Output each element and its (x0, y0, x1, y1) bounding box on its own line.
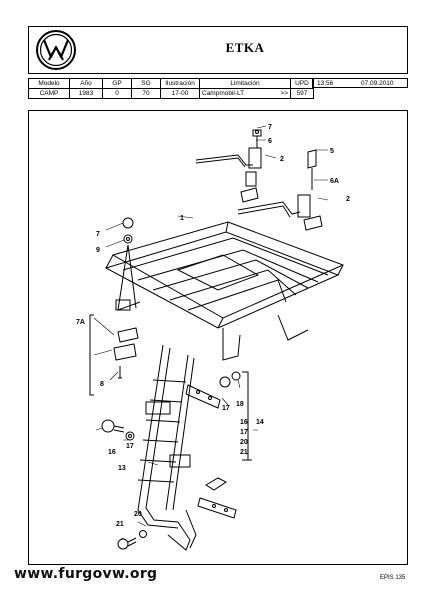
callout-label: 8 (100, 381, 104, 388)
callout-label: 7 (96, 231, 100, 238)
meta-value-row: CAMP 1983 0 70 17-00 Campmobil-LT >> 597 (28, 88, 314, 99)
callout-label: 5 (330, 148, 334, 155)
header-frame (28, 26, 408, 74)
callout-label: 6A (330, 178, 339, 185)
meta-value-cell: 0 (102, 88, 132, 99)
callout-label: 7A (76, 319, 85, 326)
meta-header-cell: Limitación (199, 78, 291, 89)
meta-header-cell: GP (102, 78, 132, 89)
page-title: ETKA (225, 40, 265, 55)
meta-header-cell: Ilustración (160, 78, 200, 89)
callout-label: 13 (118, 465, 126, 472)
watermark: www.furgovw.org (14, 566, 158, 582)
callout-label: 17 (240, 429, 248, 436)
limitation-value: Campmobil-LT (202, 90, 245, 97)
mount-plates (89, 314, 139, 396)
stamp-date: 07.09.2010 (361, 80, 394, 87)
parts-diagram: 7 6 2 5 6A 2 1 7 9 7A 8 18 17 16 14 16 1… (76, 124, 350, 551)
meta-value-cell: Campmobil-LT >> (199, 88, 291, 99)
meta-header-cell: SG (131, 78, 161, 89)
leader-lines (93, 125, 329, 541)
meta-value-cell: 597 (290, 88, 314, 99)
callout-label: 9 (96, 247, 100, 254)
callout-label: 20 (240, 439, 248, 446)
callout-label: 16 (108, 449, 116, 456)
callout-label: 18 (236, 401, 244, 408)
bolts (101, 419, 147, 550)
meta-header-cell: Año (69, 78, 103, 89)
callout-label: 17 (126, 443, 134, 450)
callout-label: 14 (256, 419, 264, 426)
bracket-assembly (195, 129, 323, 231)
roof-rack (104, 217, 345, 361)
hinge-brackets (185, 371, 252, 519)
callout-label: 2 (280, 156, 284, 163)
meta-value-cell: 17-00 (160, 88, 200, 99)
meta-header-row: Modelo Año GP SG Ilustración Limitación … (28, 78, 314, 89)
callout-label: 6 (268, 138, 272, 145)
callout-label: 21 (240, 449, 248, 456)
callout-label: 20 (134, 511, 142, 518)
meta-table: Modelo Año GP SG Ilustración Limitación … (28, 78, 314, 99)
stamp-time: 13:56 (317, 80, 334, 87)
callout-label: 2 (346, 196, 350, 203)
more-marker[interactable]: >> (280, 90, 288, 97)
meta-header-cell: Modelo (28, 78, 70, 89)
meta-value-cell: CAMP (28, 88, 70, 99)
callout-label: 17 (222, 405, 230, 412)
meta-value-cell: 1983 (69, 88, 103, 99)
callout-label: 16 (240, 419, 248, 426)
diagram-frame (28, 110, 408, 565)
page-code: EPIS 135 (380, 575, 406, 581)
callout-label: 1 (180, 215, 184, 222)
date-stamp: 13:56 07.09.2010 (312, 78, 408, 88)
part-callouts: 7 6 2 5 6A 2 1 7 9 7A 8 18 17 16 14 16 1… (76, 124, 350, 528)
callout-label: 21 (116, 521, 124, 528)
callout-label: 7 (268, 124, 272, 131)
meta-value-cell: 70 (131, 88, 161, 99)
ladder (137, 344, 197, 551)
meta-header-cell: UPD (290, 78, 314, 89)
vw-logo-icon (36, 30, 76, 70)
